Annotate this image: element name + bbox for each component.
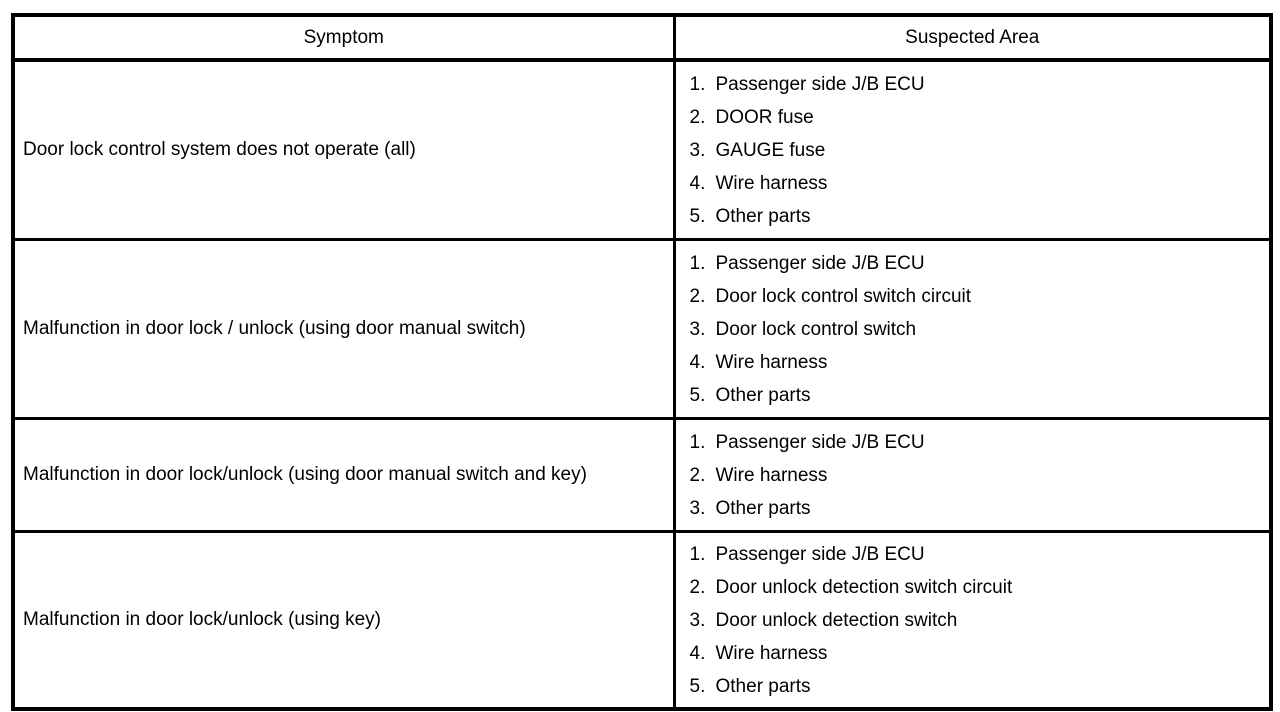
suspected-area-item: GAUGE fuse <box>715 139 826 161</box>
suspected-area-cell: Passenger side J/B ECU Door lock control… <box>672 238 1273 420</box>
suspected-area-item: Door lock control switch circuit <box>715 285 972 307</box>
symptom-text: Door lock control system does not operat… <box>23 139 416 160</box>
symptom-cell: Malfunction in door lock/unlock (using k… <box>11 530 676 711</box>
suspected-area-item: Wire harness <box>715 351 828 373</box>
suspected-area-cell: Passenger side J/B ECU Door unlock detec… <box>672 530 1273 711</box>
suspected-area-item: Door lock control switch <box>715 318 917 340</box>
table-row: Door lock control system does not operat… <box>11 58 1273 241</box>
suspected-area-item: Other parts <box>715 675 811 697</box>
suspected-area-item: Wire harness <box>715 464 828 486</box>
suspected-area-item: Other parts <box>715 384 811 406</box>
suspected-area-cell: Passenger side J/B ECU DOOR fuse GAUGE f… <box>672 58 1273 241</box>
symptom-cell: Door lock control system does not operat… <box>11 58 676 241</box>
suspected-area-item: DOOR fuse <box>715 106 814 128</box>
suspected-area-item: Passenger side J/B ECU <box>715 73 925 95</box>
header-row: Symptom Suspected Area <box>11 13 1273 62</box>
symptom-text: Malfunction in door lock/unlock (using d… <box>23 464 587 485</box>
table-row: Malfunction in door lock / unlock (using… <box>11 238 1273 420</box>
table-row: Malfunction in door lock/unlock (using k… <box>11 530 1273 711</box>
symptom-table: Symptom Suspected Area Door lock control… <box>11 13 1273 711</box>
symptom-cell: Malfunction in door lock/unlock (using d… <box>11 417 676 533</box>
suspected-area-item: Other parts <box>715 205 811 227</box>
column-header-suspected-area: Suspected Area <box>672 13 1273 62</box>
symptom-text: Malfunction in door lock / unlock (using… <box>23 318 526 339</box>
suspected-area-cell: Passenger side J/B ECU Wire harness Othe… <box>672 417 1273 533</box>
suspected-area-item: Door unlock detection switch <box>715 609 958 631</box>
suspected-area-item: Wire harness <box>715 172 828 194</box>
suspected-area-item: Other parts <box>715 497 811 519</box>
column-header-symptom: Symptom <box>11 13 676 62</box>
suspected-area-item: Passenger side J/B ECU <box>715 431 925 453</box>
suspected-area-list: Passenger side J/B ECU Wire harness Othe… <box>676 426 1270 525</box>
suspected-area-item: Passenger side J/B ECU <box>715 252 925 274</box>
suspected-area-list: Passenger side J/B ECU DOOR fuse GAUGE f… <box>676 68 1270 233</box>
suspected-area-item: Passenger side J/B ECU <box>715 543 925 565</box>
suspected-area-list: Passenger side J/B ECU Door lock control… <box>676 247 1270 412</box>
suspected-area-item: Wire harness <box>715 642 828 664</box>
symptom-text: Malfunction in door lock/unlock (using k… <box>23 609 382 630</box>
suspected-area-list: Passenger side J/B ECU Door unlock detec… <box>676 538 1270 703</box>
table-row: Malfunction in door lock/unlock (using d… <box>11 417 1273 533</box>
suspected-area-item: Door unlock detection switch circuit <box>715 576 1013 598</box>
symptom-cell: Malfunction in door lock / unlock (using… <box>11 238 676 420</box>
